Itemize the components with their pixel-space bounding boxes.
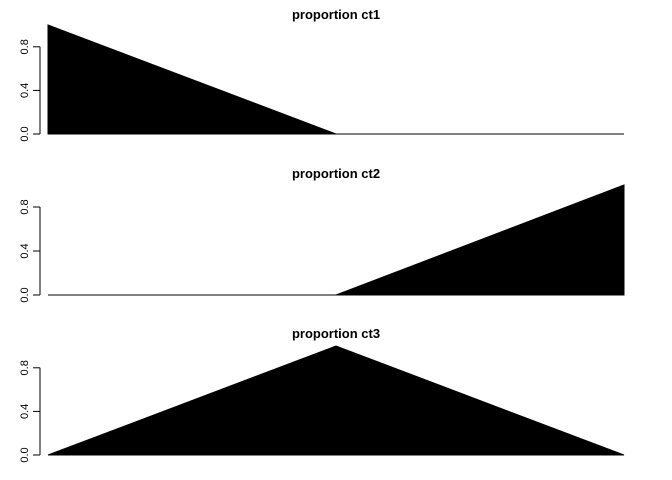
y-tick-label: 0.0 [19,126,31,141]
y-tick-label: 0.0 [19,287,31,302]
y-tick-label: 0.8 [19,199,31,214]
chart-title: proportion ct3 [292,326,380,341]
y-tick-label: 0.4 [19,83,31,98]
chart-panel-3: proportion ct3 0.0 0.4 0.8 [19,326,625,463]
chart-title: proportion ct1 [292,7,380,22]
y-tick-label: 0.8 [19,39,31,54]
y-tick-label: 0.8 [19,360,31,375]
y-tick-label: 0.4 [19,243,31,258]
area-series [47,24,624,135]
area-series [47,345,625,456]
area-series [48,184,625,296]
chart-title: proportion ct2 [292,166,380,181]
chart-panel-1: proportion ct1 0.0 0.4 0.8 [19,7,625,142]
y-tick-label: 0.4 [19,404,31,419]
chart-panel-2: proportion ct2 0.0 0.4 0.8 [19,166,625,303]
y-tick-label: 0.0 [19,447,31,462]
